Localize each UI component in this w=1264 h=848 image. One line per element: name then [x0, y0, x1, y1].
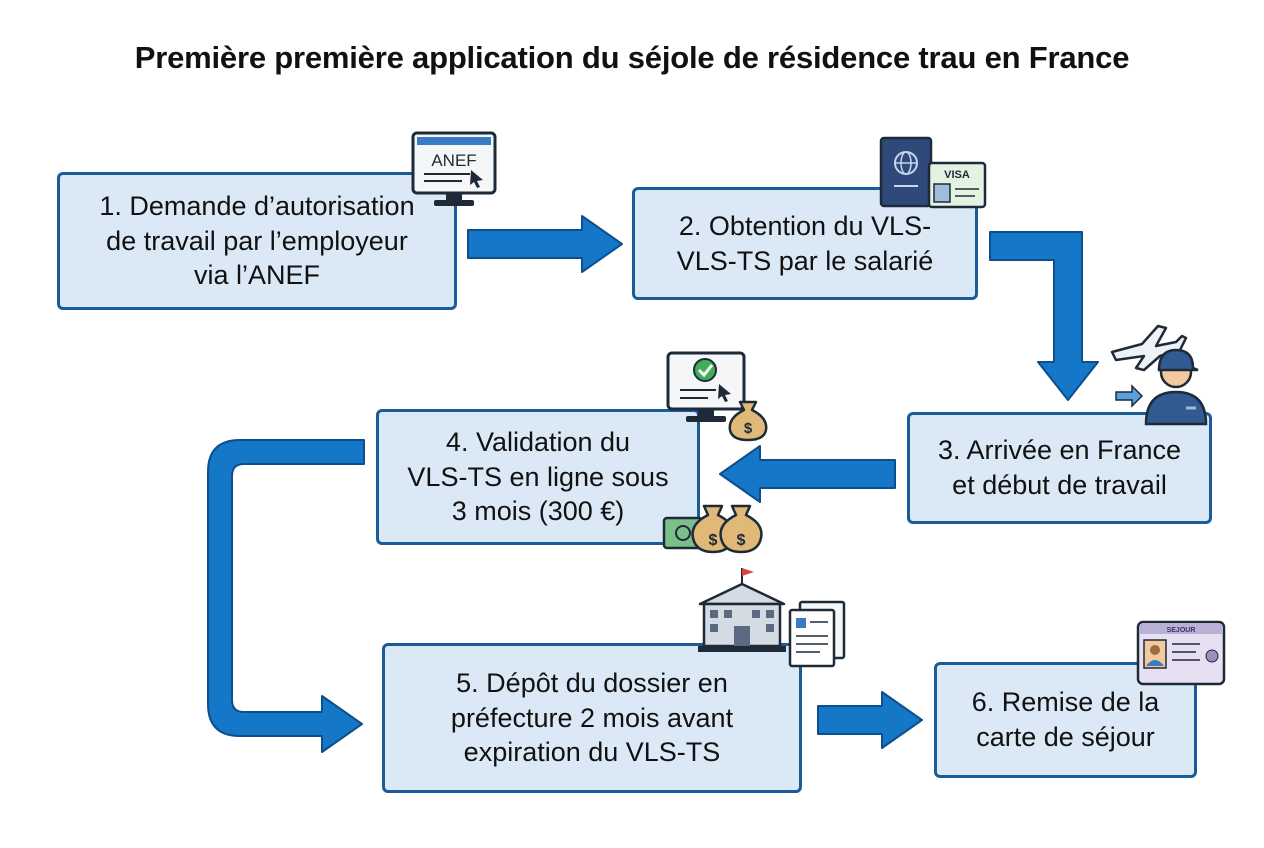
arrow-step3-to-step4: [719, 445, 896, 503]
step-3-box: 3. Arrivée en France et début de travail: [907, 412, 1212, 524]
step-2-text: 2. Obtention du VLS- VLS-TS par le salar…: [676, 210, 934, 276]
step-3-text: 3. Arrivée en France et début de travail: [937, 435, 1182, 500]
step-5-box: 5. Dépôt du dossier en préfecture 2 mois…: [382, 643, 802, 793]
step-1-box: 1. Demande d’autorisation de travail par…: [57, 172, 457, 310]
step-4-text: 4. Validation du VLS-TS en ligne sous 3 …: [407, 427, 669, 527]
arrow-step2-to-step3: [989, 231, 1099, 401]
step-6-box: 6. Remise de la carte de séjour: [934, 662, 1197, 778]
arrow-step4-to-step5-body: [207, 439, 365, 753]
arrow-step5-to-step6: [817, 691, 923, 749]
step-2-box: 2. Obtention du VLS- VLS-TS par le salar…: [632, 187, 978, 300]
step-5-text: 5. Dépôt du dossier en préfecture 2 mois…: [450, 668, 734, 768]
step-6-text: 6. Remise de la carte de séjour: [971, 687, 1160, 752]
step-4-box: 4. Validation du VLS-TS en ligne sous 3 …: [376, 409, 700, 545]
arrow-step1-to-step2: [467, 215, 623, 273]
diagram-title: Première première application du séjole …: [134, 40, 1130, 75]
step-1-text: 1. Demande d’autorisation de travail par…: [99, 191, 415, 291]
